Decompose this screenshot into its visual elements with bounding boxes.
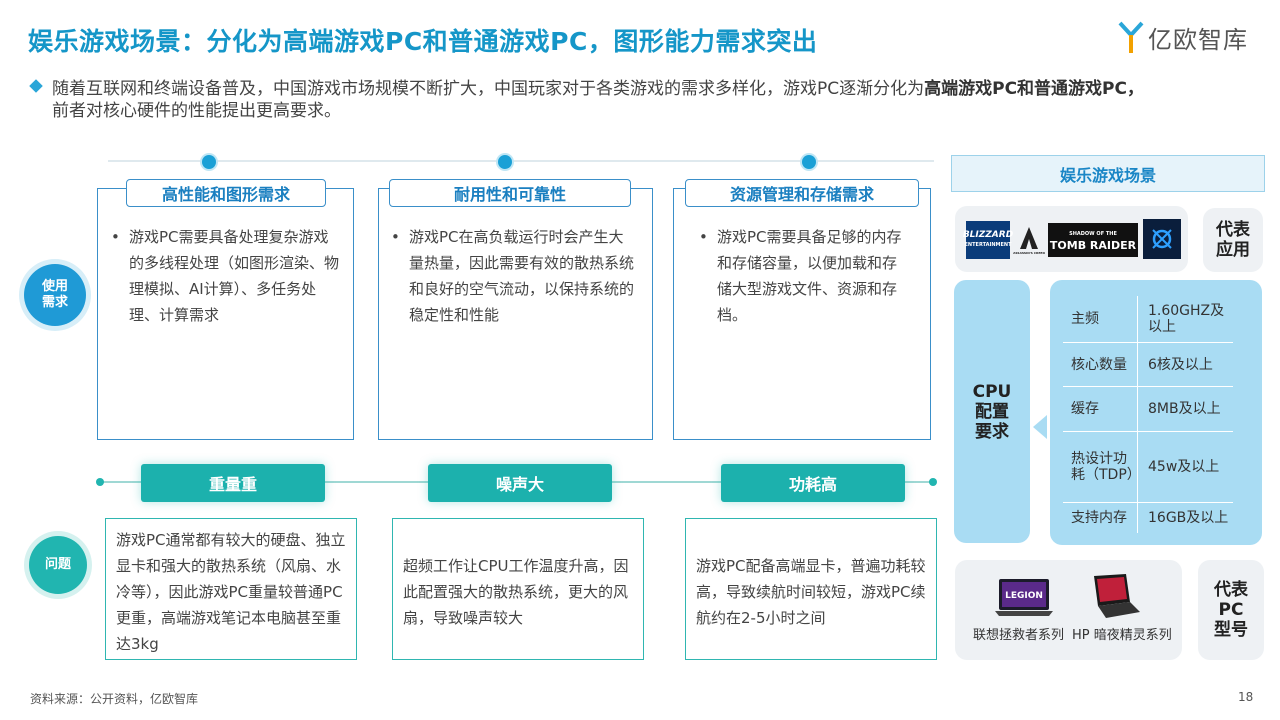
requirement-head-1: 高性能和图形需求 [126, 179, 326, 207]
usage-need-label: 使用需求 [24, 264, 86, 326]
lenovo-legion-laptop-image: LEGION [995, 578, 1053, 618]
cpu-spec-table [1050, 280, 1262, 545]
requirement-head-3: 资源管理和存储需求 [685, 179, 919, 207]
requirement-body-3: •游戏PC需要具备足够的内存和存储容量，以便加载和存储大型游戏文件、资源和存档。 [699, 228, 902, 324]
representative-apps-label: 代表应用 [1203, 208, 1263, 272]
assassin-emblem-icon [1020, 227, 1038, 249]
yiou-logo-icon [1118, 21, 1144, 55]
intro-bold: 高端游戏PC和普通游戏PC， [924, 79, 1144, 99]
assassins-creed-logo: ASSASSIN'S CREED [1012, 221, 1046, 259]
requirement-body-1: •游戏PC需要具备处理复杂游戏的多线程处理（如图形渲染、物理模拟、AI计算）、多… [111, 228, 340, 324]
row-divider [1063, 342, 1233, 343]
problem-card-1: 游戏PC通常都有较大的硬盘、独立显卡和强大的散热系统（风扇、水冷等），因此游戏P… [105, 518, 357, 660]
problem-card-2: 超频工作让CPU工作温度升高，因此配置强大的散热系统，更大的风扇，导致噪声较大 [392, 518, 644, 660]
requirement-card-3 [673, 188, 931, 440]
top-timeline [108, 160, 934, 162]
problem-tag-noise: 噪声大 [428, 464, 612, 502]
pc-models-box [955, 560, 1182, 660]
row-divider [1063, 431, 1233, 432]
tomb-raider-logo: SHADOW OF THE TOMB RAIDER [1048, 223, 1138, 257]
timeline-dot [498, 155, 512, 169]
source-note: 资料来源：公开资料，亿欧智库 [30, 692, 199, 706]
intro-paragraph: 随着互联网和终端设备普及，中国游戏市场规模不断扩大，中国玩家对于各类游戏的需求多… [29, 78, 1260, 122]
requirement-body-2: •游戏PC在高负载运行时会产生大量热量，因此需要有效的散热系统和良好的空气流动，… [391, 228, 635, 324]
lenovo-caption: 联想拯救者系列 [973, 628, 1065, 643]
page-number: 18 [1238, 690, 1254, 704]
hp-omen-laptop-image [1086, 572, 1142, 622]
logo: 亿欧智库 [1118, 20, 1248, 55]
page-title: 娱乐游戏场景：分化为高端游戏PC和普通游戏PC，图形能力需求突出 [28, 27, 818, 56]
row-divider [1063, 386, 1233, 387]
timeline-dot [802, 155, 816, 169]
row-divider [1063, 502, 1233, 503]
problem-card-3: 游戏PC配备高端显卡，普遍功耗较高，导致续航时间较短，游戏PC续航约在2-5小时… [685, 518, 937, 660]
battlenet-logo [1143, 219, 1181, 259]
intro-text: 随着互联网和终端设备普及，中国游戏市场规模不断扩大，中国玩家对于各类游戏的需求多… [52, 79, 925, 99]
logo-text: 亿欧智库 [1148, 26, 1248, 54]
requirement-head-2: 耐用性和可靠性 [389, 179, 631, 207]
problem-tag-weight: 重量重 [141, 464, 325, 502]
cpu-pointer-arrow [1033, 415, 1047, 439]
hp-caption: HP 暗夜精灵系列 [1072, 628, 1172, 643]
problem-tag-power: 功耗高 [721, 464, 905, 502]
cpu-spec-row: 热设计功耗（TDP）45w及以上 [1063, 432, 1233, 502]
svg-text:LEGION: LEGION [1005, 591, 1043, 601]
timeline-dot [96, 478, 104, 486]
requirement-card-2 [378, 188, 653, 440]
intro-text-2: 前者对核心硬件的性能提出更高要求。 [52, 101, 341, 121]
requirement-card-1 [97, 188, 354, 440]
timeline-dot [202, 155, 216, 169]
blizzard-logo: BLIZZARD ENTERTAINMENT [963, 221, 1013, 259]
scene-title: 娱乐游戏场景 [951, 155, 1265, 192]
timeline-dot [929, 478, 937, 486]
problem-label: 问题 [29, 536, 87, 594]
battlenet-icon [1152, 229, 1172, 249]
